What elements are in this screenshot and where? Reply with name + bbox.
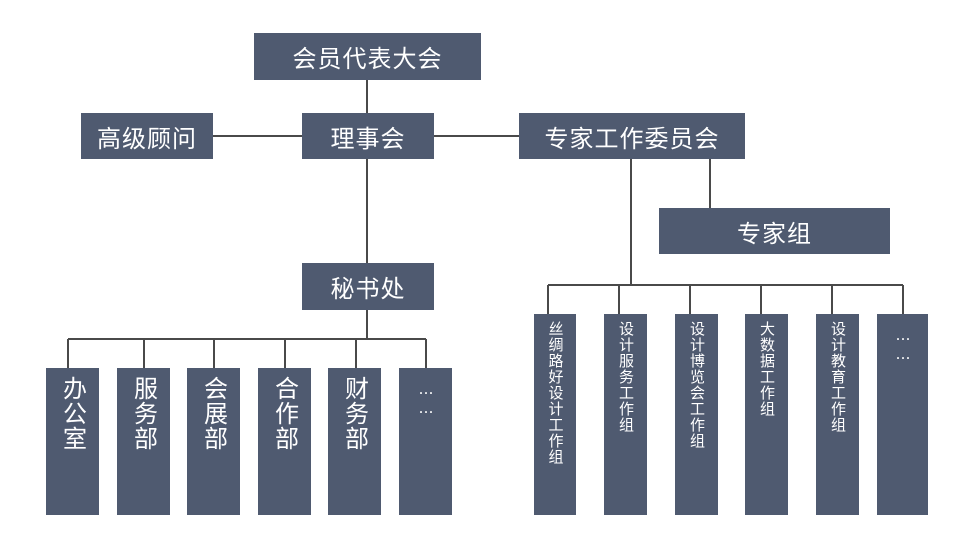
department-label: …… [417,380,435,418]
secretariat-box: 秘书处 [302,263,434,310]
department-box: …… [399,368,452,515]
department-box: 办公室 [46,368,99,515]
department-label: 合作部 [270,376,299,451]
expert-committee-box: 专家工作委员会 [519,113,745,159]
department-label: 会展部 [199,376,228,451]
department-box: 财务部 [328,368,381,515]
working-group-label: 设计服务工作组 [617,321,635,433]
working-group-box: 设计教育工作组 [816,314,859,515]
working-group-box: 设计博览会工作组 [675,314,718,515]
working-group-box: 设计服务工作组 [604,314,647,515]
department-box: 会展部 [187,368,240,515]
working-group-label: …… [894,326,912,364]
working-group-box: 丝绸路好设计工作组 [534,314,576,515]
working-group-label: 丝绸路好设计工作组 [546,321,565,465]
expert-group-box: 专家组 [659,208,890,254]
working-group-box: 大数据工作组 [745,314,788,515]
assembly-box: 会员代表大会 [254,33,481,80]
working-group-label: 设计博览会工作组 [688,321,706,449]
council-box: 理事会 [302,113,434,159]
department-label: 办公室 [58,376,87,451]
department-label: 财务部 [340,376,369,451]
working-group-label: 大数据工作组 [758,321,776,417]
working-group-label: 设计教育工作组 [829,321,847,433]
department-label: 服务部 [129,376,158,451]
working-group-box: …… [877,314,928,515]
department-box: 合作部 [258,368,311,515]
advisor-box: 高级顾问 [81,113,213,159]
department-box: 服务部 [117,368,170,515]
